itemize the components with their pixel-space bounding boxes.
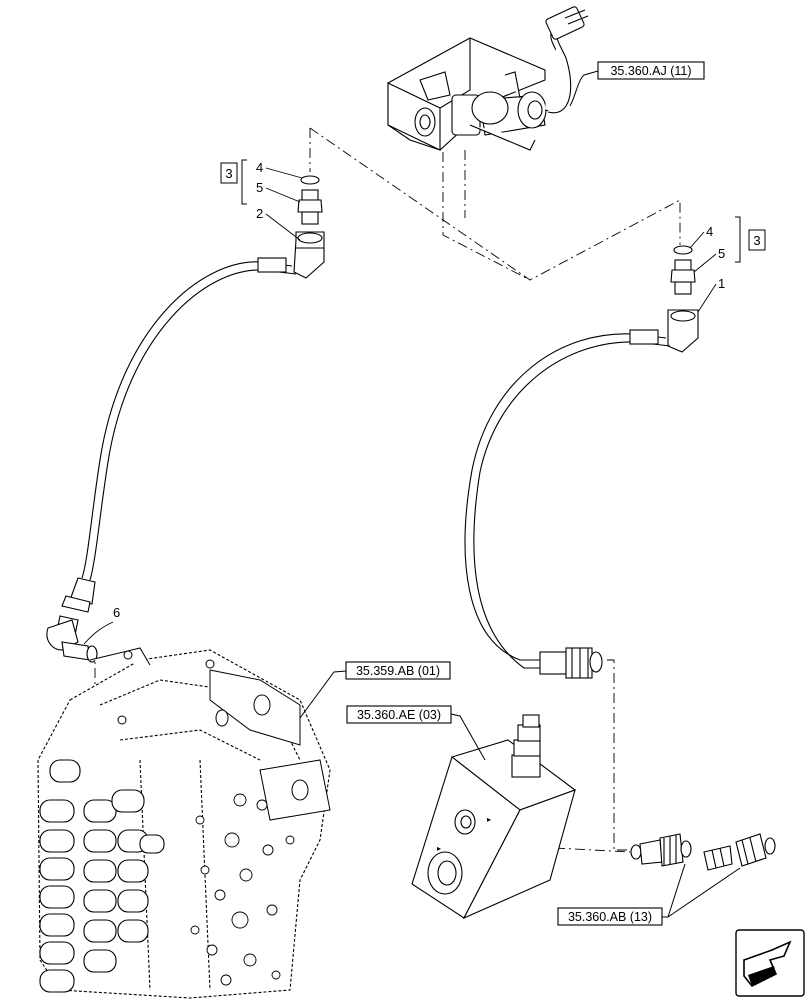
reference-control-valve[interactable]: 35.359.AB (01) (345, 661, 451, 680)
right-fittings (667, 245, 699, 353)
solenoid-valve-block (387, 6, 589, 151)
pressure-valve-block: ▸ ▸ (411, 714, 577, 920)
callout-4-left: 4 (256, 160, 263, 175)
callout-6: 6 (113, 605, 120, 620)
callout-kit-left: 3 (220, 159, 247, 205)
reference-valve-block-text: 35.360.AE (03) (357, 708, 441, 722)
callout-2: 2 (256, 206, 263, 221)
control-valve-solid (89, 647, 331, 821)
reference-sensor-fittings[interactable]: 35.360.AB (13) (557, 907, 663, 926)
elbow-fitting-6 (46, 615, 98, 663)
callout-kit-right-text: 3 (753, 233, 760, 248)
sensor-fitting-left (630, 833, 692, 867)
reference-solenoid[interactable]: 35.360.AJ (11) (597, 61, 705, 80)
callout-5-left: 5 (256, 180, 263, 195)
callout-kit-right: 3 (735, 216, 766, 263)
left-fittings (293, 175, 325, 279)
left-hose (61, 257, 297, 613)
callout-kit-left-text: 3 (225, 166, 232, 181)
port-mark-top: ▸ (487, 815, 491, 824)
next-page-arrow-icon[interactable] (735, 929, 805, 997)
callout-4-right: 4 (706, 224, 713, 239)
reference-sensor-fittings-text: 35.360.AB (13) (568, 910, 652, 924)
reference-valve-block[interactable]: 35.360.AE (03) (346, 705, 452, 724)
valve-solenoid-stack (39, 759, 165, 993)
sensor-fitting-right (703, 833, 776, 871)
right-hose (464, 329, 671, 679)
callout-5-right: 5 (718, 246, 725, 261)
callout-1: 1 (718, 276, 725, 291)
reference-control-valve-text: 35.359.AB (01) (356, 664, 440, 678)
reference-solenoid-text: 35.360.AJ (11) (610, 64, 691, 78)
valve-port-holes (190, 793, 295, 986)
port-mark-bottom: ▸ (437, 844, 441, 853)
